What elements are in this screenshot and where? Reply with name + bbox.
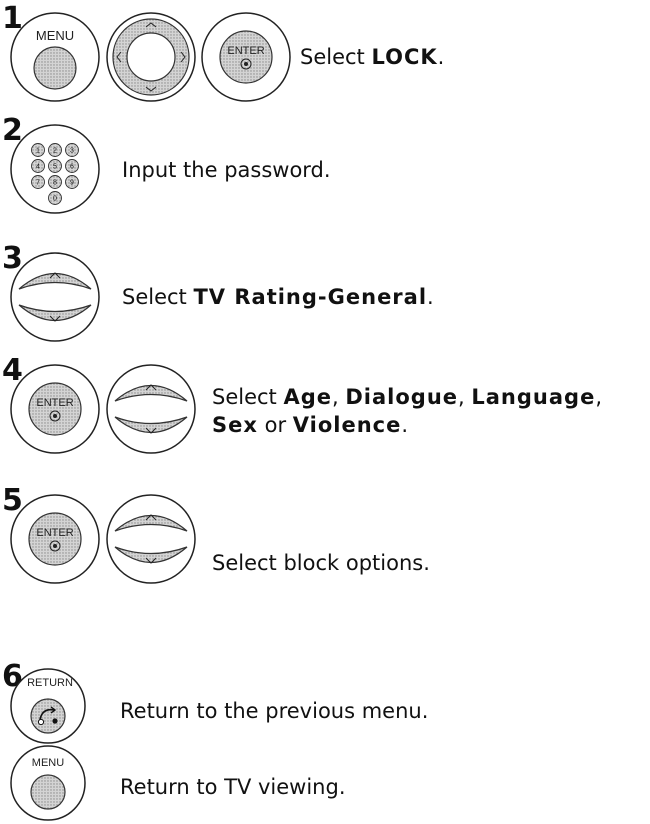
step-instruction: Select TV Rating-General. <box>122 285 434 309</box>
keypad-key-label: 8 <box>53 180 57 187</box>
step-instruction-secondary: Return to TV viewing. <box>120 775 346 799</box>
keypad-key-label: 6 <box>70 164 74 171</box>
keypad-key: 2 <box>48 143 62 157</box>
nav-ring-icon <box>106 12 196 102</box>
up-down-button-icon <box>10 252 100 342</box>
enter-button-icon: ENTER <box>10 494 100 584</box>
keypad-key-label: 9 <box>70 180 74 187</box>
up-down-button-icon <box>106 364 196 454</box>
keypad-key: 8 <box>48 175 62 189</box>
step-instruction: Select LOCK. <box>300 45 445 69</box>
step-number: 2 <box>2 113 23 148</box>
svg-text:MENU: MENU <box>36 28 74 43</box>
up-down-button-icon <box>106 494 196 584</box>
number-keypad-icon: 1 2 3 4 5 6 7 8 9 0 <box>10 124 100 214</box>
svg-text:ENTER: ENTER <box>36 397 73 409</box>
keypad-key: 9 <box>65 175 79 189</box>
enter-button-icon: ENTER <box>10 364 100 454</box>
keypad-key-label: 0 <box>53 196 57 203</box>
svg-text:ENTER: ENTER <box>36 527 73 539</box>
step-number: 1 <box>2 1 23 36</box>
step-instruction: Select block options. <box>212 551 430 575</box>
step-instruction: Select Age, Dialogue, Language, <box>212 385 602 409</box>
keypad-key-label: 2 <box>53 148 57 155</box>
keypad-key-label: 3 <box>70 148 74 155</box>
step-number: 4 <box>2 353 23 388</box>
return-button-icon: RETURN <box>10 668 86 744</box>
step-number: 3 <box>2 241 23 276</box>
keypad-key: 5 <box>48 159 62 173</box>
menu-button-icon: MENU <box>10 12 100 102</box>
svg-text:RETURN: RETURN <box>27 677 73 689</box>
svg-text:ENTER: ENTER <box>227 45 264 57</box>
step-instruction-line-2: Sex or Violence. <box>212 413 409 437</box>
keypad-key: 6 <box>65 159 79 173</box>
keypad-key-label: 7 <box>36 180 40 187</box>
keypad-key-label: 5 <box>53 164 57 171</box>
step-number: 5 <box>2 483 23 518</box>
svg-text:MENU: MENU <box>32 757 64 769</box>
keypad-key: 0 <box>48 191 62 205</box>
menu-button-icon: MENU <box>10 745 86 821</box>
keypad-key-label: 1 <box>36 148 40 155</box>
keypad-key: 1 <box>31 143 45 157</box>
step-instruction: Input the password. <box>122 158 331 182</box>
keypad-key: 4 <box>31 159 45 173</box>
keypad-key: 3 <box>65 143 79 157</box>
keypad-key: 7 <box>31 175 45 189</box>
enter-button-icon: ENTER <box>201 12 291 102</box>
keypad-key-label: 4 <box>36 164 40 171</box>
step-instruction: Return to the previous menu. <box>120 699 429 723</box>
